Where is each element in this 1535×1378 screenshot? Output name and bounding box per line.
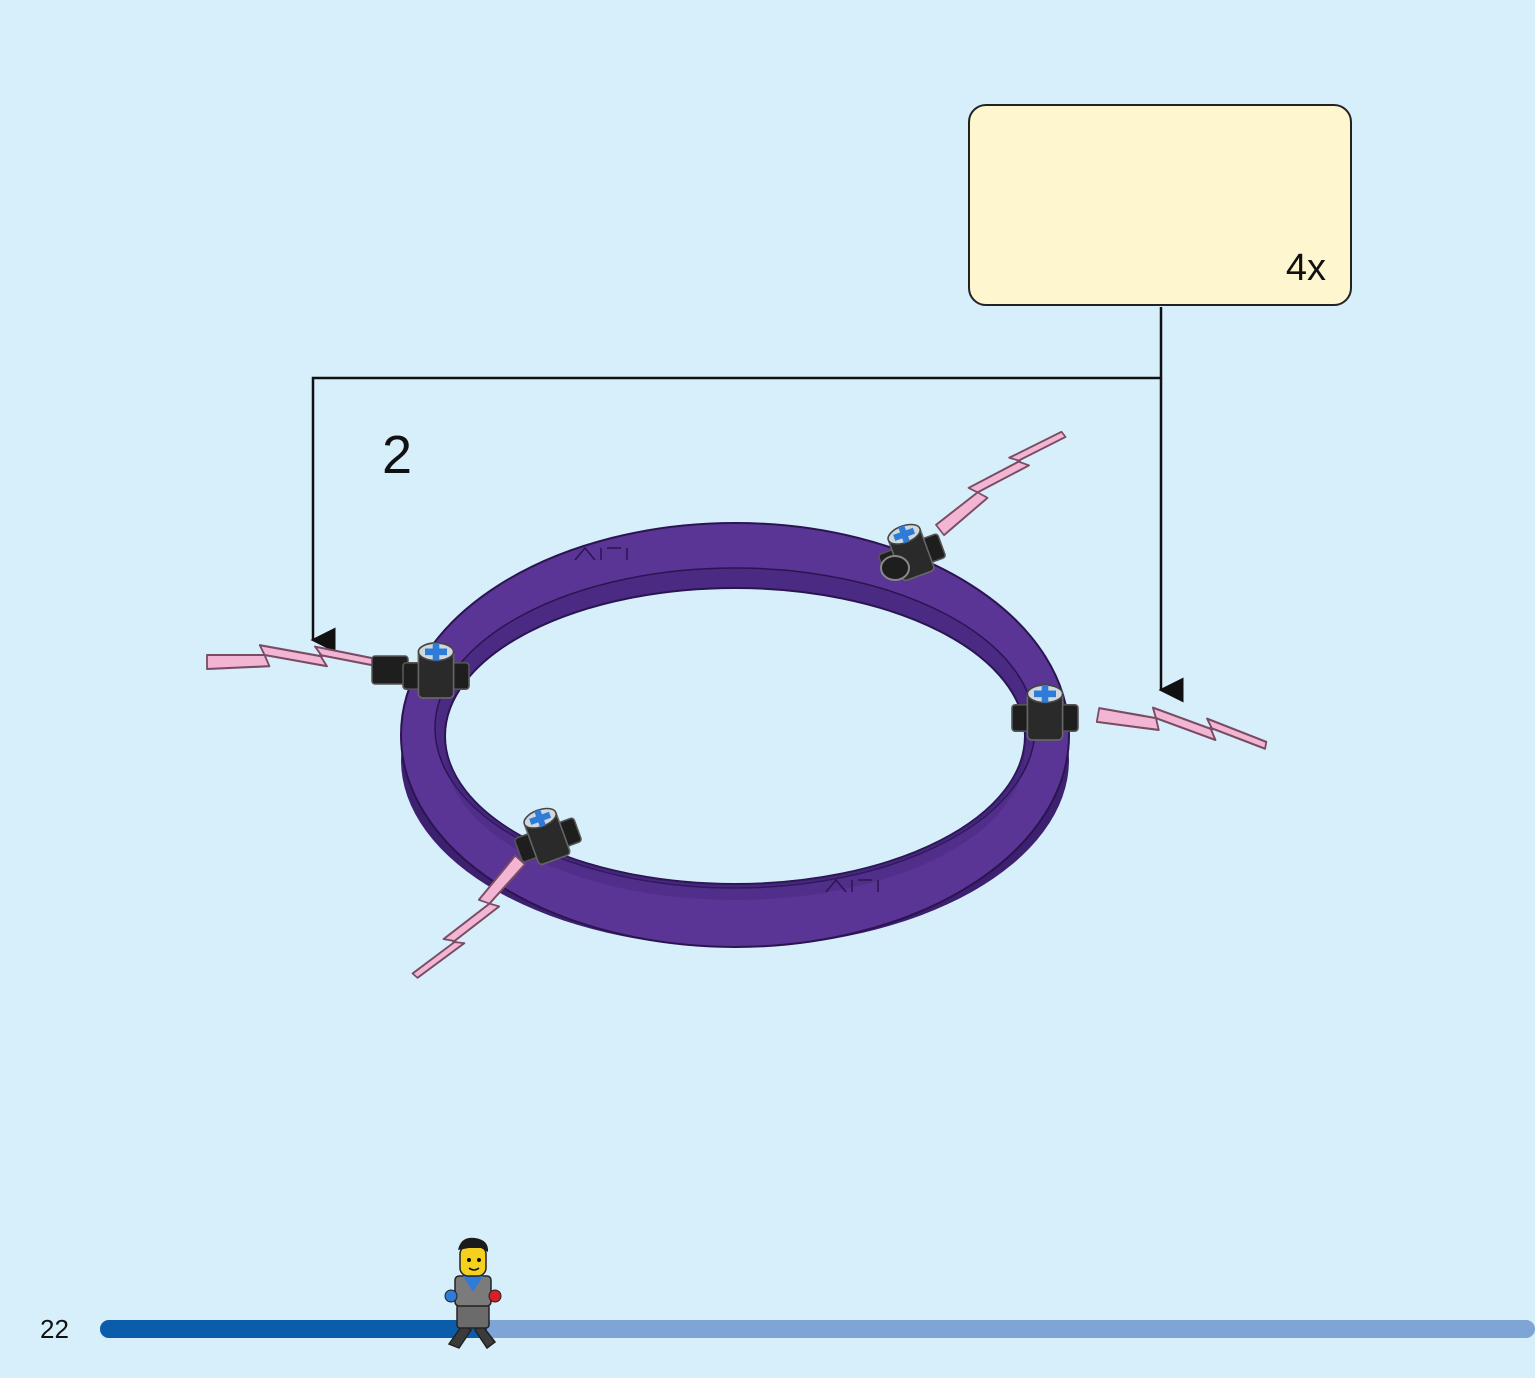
left-lightning-assembly	[205, 643, 469, 698]
top-right-lightning-assembly	[872, 420, 1069, 587]
quantity-label: 4x	[1285, 247, 1326, 289]
progress-bar	[100, 1320, 1535, 1338]
minifigure-walking-icon	[444, 1237, 502, 1350]
step-number: 2	[382, 425, 413, 485]
parts-callout: 4x	[968, 104, 1352, 306]
callout-leader-lines	[310, 307, 1184, 703]
page-number: 22	[40, 1314, 69, 1344]
